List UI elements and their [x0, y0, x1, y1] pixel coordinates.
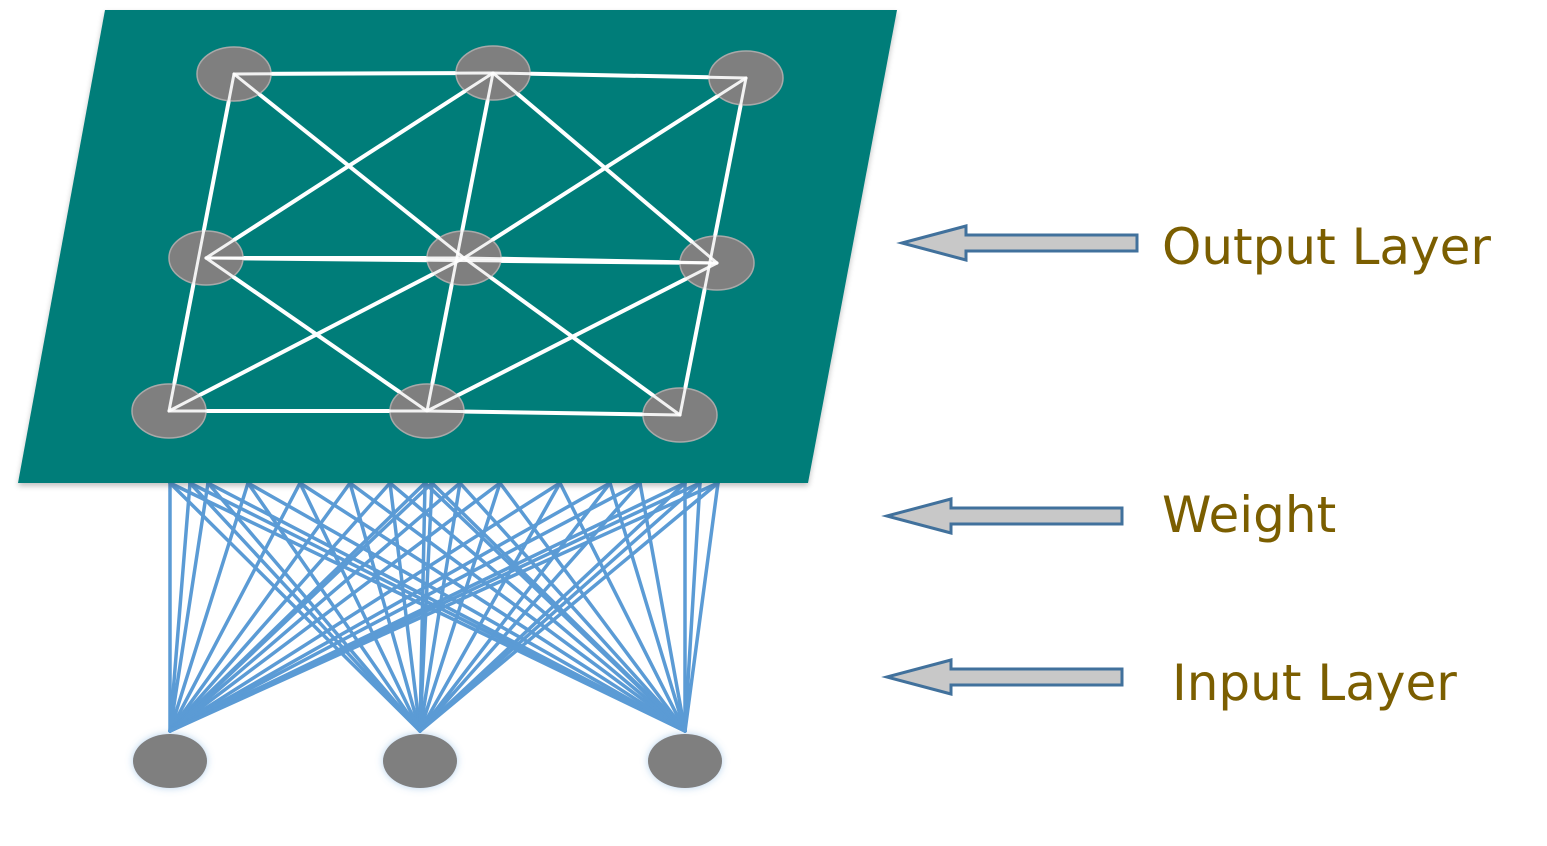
weight-line-43	[458, 481, 687, 733]
grid-edge-overlay-12	[462, 76, 748, 260]
grid-edge-overlay-10	[204, 71, 495, 260]
weight-line-46	[608, 481, 687, 733]
weight-line-30	[418, 481, 642, 733]
weight-line-18	[188, 481, 422, 733]
weight-line-47	[638, 481, 687, 733]
weight-line-17	[168, 481, 422, 733]
weight-line-27	[418, 481, 502, 733]
weight-line-6	[168, 481, 392, 733]
weight-line-39	[348, 481, 687, 733]
input-node-2	[648, 734, 722, 788]
weight-connections	[168, 481, 720, 733]
weight-line-40	[388, 481, 687, 733]
weight-line-44	[498, 481, 687, 733]
weight-line-49	[683, 481, 702, 733]
weight-line-37	[246, 481, 687, 733]
weight-line-20	[246, 481, 422, 733]
weight-line-11	[168, 481, 562, 733]
input-layer-nodes	[133, 734, 722, 788]
grid-edge-overlay-14	[167, 256, 466, 413]
weight-label: Weight	[1162, 486, 1336, 544]
grid-edge-overlay-16	[425, 261, 719, 413]
weight-line-5	[168, 481, 352, 733]
weight-line-2	[168, 481, 210, 733]
weight-line-23	[388, 481, 422, 733]
weight-left-arrow-icon	[881, 497, 1124, 535]
grid-edge-overlay-8	[678, 76, 748, 417]
weight-line-42	[430, 481, 687, 733]
weight-line-50	[683, 481, 720, 733]
grid-edge-overlay-17	[204, 256, 719, 265]
weight-line-45	[558, 481, 687, 733]
weight-line-38	[298, 481, 687, 733]
output-layer-nodes	[131, 45, 784, 443]
weight-line-8	[168, 481, 434, 733]
weight-line-3	[168, 481, 250, 733]
grid-edge-overlay-5	[425, 409, 682, 417]
output-layer-left-arrow-icon	[896, 224, 1139, 262]
input-layer-label: Input Layer	[1172, 654, 1457, 712]
weight-line-1	[168, 481, 192, 733]
grid-edge-overlay-1	[491, 71, 748, 80]
input-layer-left-arrow-icon	[881, 658, 1124, 696]
input-node-0	[133, 734, 207, 788]
grid-edge-overlay-0	[232, 71, 495, 76]
weight-line-19	[206, 481, 422, 733]
weight-line-36	[206, 481, 687, 733]
input-node-1	[383, 734, 457, 788]
weight-line-33	[418, 481, 720, 733]
output-layer-label: Output Layer	[1162, 218, 1491, 276]
grid-edge-overlay-6	[167, 72, 236, 413]
grid-edge-overlay-7	[425, 71, 495, 413]
